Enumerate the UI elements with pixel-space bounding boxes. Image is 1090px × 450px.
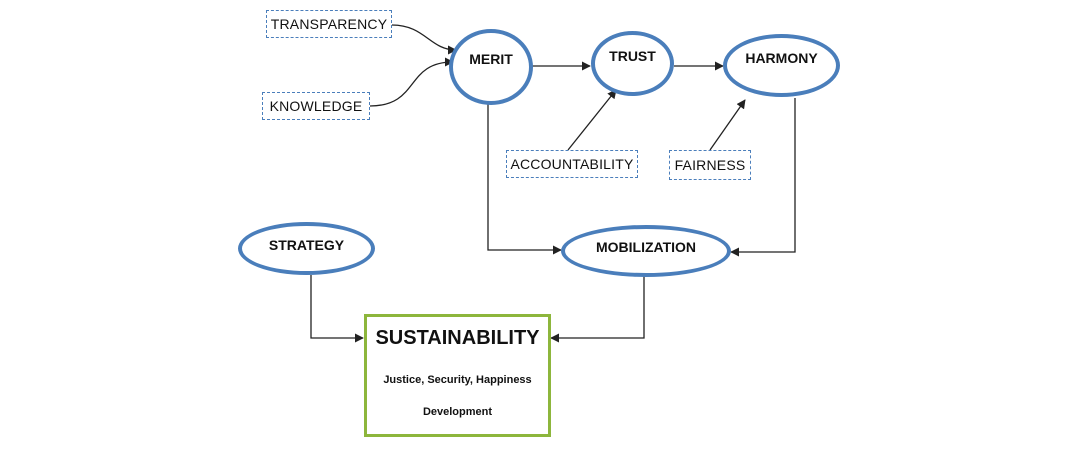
stage-harmony: HARMONY bbox=[723, 34, 840, 97]
stage-merit-label: MERIT bbox=[469, 51, 513, 67]
connector-knowledge-merit bbox=[369, 57, 454, 107]
outcome-line1: Justice, Security, Happiness bbox=[383, 374, 532, 386]
stage-strategy-label: STRATEGY bbox=[268, 236, 345, 253]
stage-trust: TRUST bbox=[591, 31, 674, 96]
connector-strategy-sustainability bbox=[310, 275, 364, 343]
connector-harmony-mobilization bbox=[730, 98, 796, 257]
outcome-line2: Development bbox=[422, 406, 493, 418]
connector-transparency-merit bbox=[391, 24, 457, 55]
factor-fairness: FAIRNESS bbox=[669, 150, 751, 180]
outcome-title: SUSTAINABILITY bbox=[375, 327, 540, 349]
connector-fairness-harmony bbox=[709, 99, 746, 151]
factor-fairness-label: FAIRNESS bbox=[674, 157, 746, 173]
outcome-sustainability: SUSTAINABILITY Justice, Security, Happin… bbox=[364, 314, 551, 437]
connector-accountability-trust bbox=[567, 89, 617, 151]
stage-strategy: STRATEGY bbox=[238, 222, 375, 275]
factor-accountability-label: ACCOUNTABILITY bbox=[510, 156, 634, 172]
connector-merit-mobilization bbox=[487, 104, 562, 255]
factor-accountability: ACCOUNTABILITY bbox=[506, 150, 638, 178]
factor-transparency: TRANSPARENCY bbox=[266, 10, 392, 38]
stage-mobilization: MOBILIZATION bbox=[561, 225, 731, 277]
connector-mobilization-sustainability bbox=[550, 276, 645, 343]
factor-knowledge: KNOWLEDGE bbox=[262, 92, 370, 120]
factor-transparency-label: TRANSPARENCY bbox=[270, 16, 388, 32]
factor-knowledge-label: KNOWLEDGE bbox=[269, 98, 363, 114]
stage-merit: MERIT bbox=[449, 29, 533, 105]
stage-mobilization-label: MOBILIZATION bbox=[595, 239, 697, 255]
stage-harmony-label: HARMONY bbox=[745, 49, 818, 66]
stage-trust-label: TRUST bbox=[609, 47, 656, 64]
